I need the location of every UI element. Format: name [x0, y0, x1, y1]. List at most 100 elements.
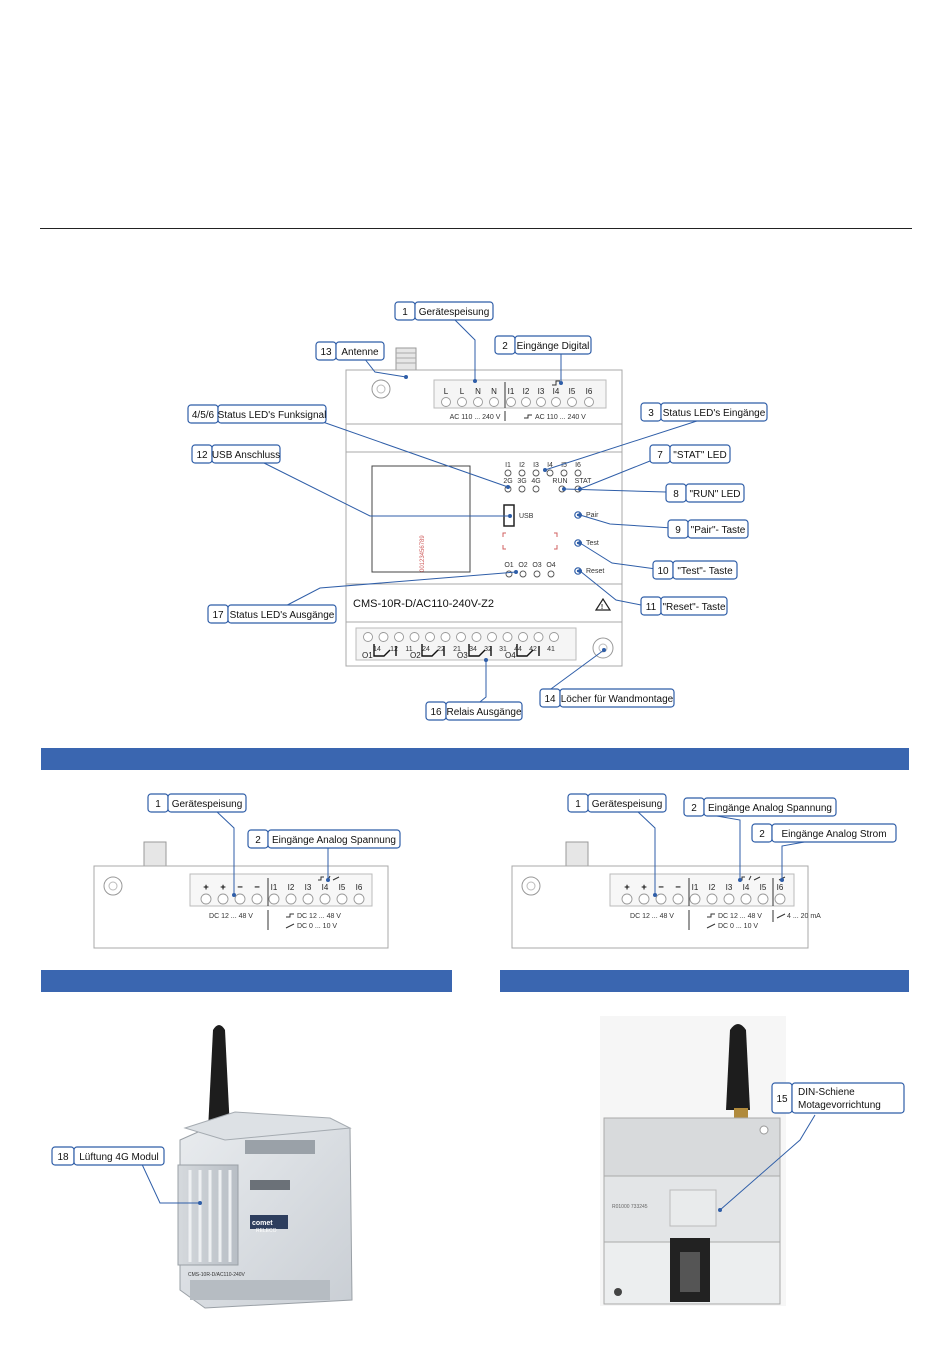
led-input-label: I4: [547, 462, 553, 469]
callout-text-box: [771, 823, 897, 843]
terminal-label: I3: [538, 387, 545, 396]
rising-edge-icon: [524, 414, 532, 419]
callout-text-box: [267, 829, 401, 849]
callout-text-box: [559, 688, 675, 708]
antenna-icon: [208, 1025, 230, 1130]
qr-marks: [502, 532, 558, 550]
output-label: O1: [504, 562, 513, 569]
led-input-label: I3: [533, 462, 539, 469]
input-label: AC 110 ... 240 V: [535, 414, 586, 421]
callout-text: Gerätespeisung: [592, 799, 663, 810]
leader-line: [544, 419, 701, 471]
relay-screw: [425, 632, 435, 642]
run-label: RUN: [552, 478, 567, 485]
relay-screw: [440, 632, 451, 642]
terminal-label: I1: [271, 883, 278, 892]
terminal-label: I2: [709, 883, 716, 892]
right-callout-2-analog-spannung: 2 Eingänge Analog Spannung: [683, 797, 837, 817]
terminal-screw: [584, 397, 594, 407]
photo-right-device: [600, 1016, 786, 1306]
callout-text: Eingänge Analog Strom: [781, 829, 886, 840]
terminal-screw: [638, 893, 650, 905]
callout-text-box: [660, 596, 728, 616]
usb-label: USB: [519, 513, 534, 520]
led-signal: [518, 485, 526, 493]
supply-label: AC 110 ... 240 V: [450, 414, 501, 421]
callout-number: 11: [646, 602, 657, 613]
terminal-label: I4: [322, 883, 329, 892]
callout-number: 14: [544, 694, 556, 705]
terminal-label: I4: [743, 883, 750, 892]
terminal-label: I3: [305, 883, 312, 892]
led-signal-label: 4G: [531, 478, 540, 485]
terminal-screw: [689, 893, 701, 905]
main-device: !: [345, 347, 623, 667]
photo-right-label: R01000 733245: [612, 1204, 648, 1210]
led-signal-label: 3G: [517, 478, 526, 485]
callout-text: Eingänge Analog Spannung: [708, 803, 832, 814]
relay-symbol-icon: [421, 644, 445, 657]
output-led: [519, 570, 527, 578]
callout-text-box: [414, 301, 494, 321]
callout-text-box: [660, 402, 768, 422]
test-label: Test: [586, 540, 599, 547]
callout-text: Status LED's Eingänge: [663, 408, 766, 419]
photo-model-label: CMS-10R-D/AC110-240V: [188, 1272, 246, 1278]
callout-text-box: [445, 701, 523, 721]
callout-number: 12: [196, 450, 208, 461]
terminal-screw: [234, 893, 246, 905]
terminal-label: I5: [569, 387, 576, 396]
led-input: [518, 469, 526, 477]
terminal-label: L: [460, 387, 465, 396]
callout-12-usb: 12 USB Anschluss: [191, 444, 281, 464]
callout-text-box: [335, 341, 385, 361]
callout-number: 2: [691, 803, 697, 814]
relay-group-label: O3: [457, 651, 468, 660]
callout-text: Relais Ausgänge: [446, 707, 521, 718]
supply-label: DC 12 ... 48 V: [209, 913, 253, 920]
callout-number: 9: [675, 525, 681, 536]
terminal-label: −: [658, 882, 664, 893]
display-window: [371, 465, 471, 573]
terminal-screw: [200, 893, 212, 905]
terminal-label: +: [220, 882, 226, 893]
led-input: [546, 469, 554, 477]
terminal-screw: [441, 397, 451, 407]
relay-symbol-icon: [373, 644, 397, 657]
terminal-screw: [302, 893, 314, 905]
callout-number: 18: [57, 1152, 69, 1163]
output-led: [547, 570, 555, 578]
terminal-screw: [521, 397, 531, 407]
relay-screw: [487, 632, 497, 642]
terminal-screw: [757, 893, 769, 905]
callout-text: USB Anschluss: [212, 450, 280, 461]
relay-group-label: O2: [410, 651, 421, 660]
relay-terminal-label: 41: [547, 646, 555, 653]
output-led: [533, 570, 541, 578]
input-1-label: DC 12 ... 48 V: [718, 913, 762, 920]
terminal-screw: [672, 893, 684, 905]
din-clip-area: [669, 1189, 717, 1227]
terminal-screw: [285, 893, 297, 905]
terminal-label: −: [675, 882, 681, 893]
terminal-label: I3: [726, 883, 733, 892]
terminal-label: +: [624, 882, 630, 893]
terminal-label: I6: [586, 387, 593, 396]
callout-number: 15: [776, 1094, 788, 1105]
rising-edge-icon: [707, 913, 715, 918]
callout-text: Status LED's Funksignal: [218, 410, 327, 421]
callout-number: 2: [502, 341, 508, 352]
terminal-label: I5: [760, 883, 767, 892]
terminal-label: I6: [356, 883, 363, 892]
relay-terminal-label: 12: [390, 646, 398, 653]
terminal-strip: [245, 1140, 315, 1154]
leader-line: [635, 809, 656, 895]
callout-11-reset: 11"Reset"- Taste: [640, 596, 728, 616]
callout-text-1: DIN-Schiene: [798, 1087, 855, 1098]
relay-screw: [549, 632, 559, 642]
relay-screw: [518, 632, 528, 642]
photo-right-top: [603, 1117, 781, 1177]
